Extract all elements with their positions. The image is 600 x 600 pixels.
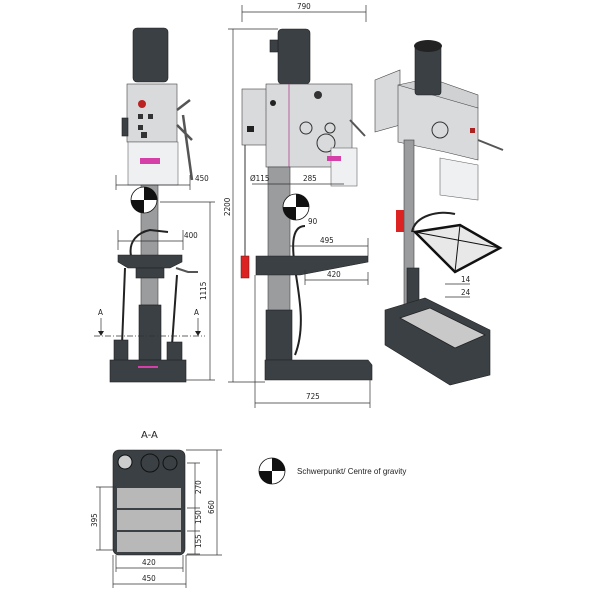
centre-of-gravity-icon	[130, 186, 158, 214]
dim-inner-width: 420	[142, 558, 156, 567]
front-view: 450 400 1115 A A	[94, 27, 215, 383]
centre-of-gravity-icon	[282, 193, 310, 221]
motor	[414, 44, 442, 96]
dim-slot-span: 395	[90, 513, 99, 527]
feed-handle	[176, 99, 194, 181]
section-a-a: A-A 270 150 155 660 395 420 450	[90, 430, 222, 588]
motor	[277, 28, 311, 85]
section-title: A-A	[141, 430, 158, 441]
machine-base	[264, 359, 373, 381]
dim-column-diameter: Ø115	[250, 173, 269, 183]
column-base-sleeve	[138, 304, 162, 361]
dim-spindle-reach: 285	[303, 174, 317, 183]
dim-overall-height: 2200	[223, 197, 232, 216]
emergency-stop-icon	[138, 100, 146, 108]
column-base-sleeve	[265, 309, 293, 361]
dim-slot-2: 24	[461, 288, 471, 297]
dim-mid: 150	[194, 510, 203, 524]
dim-table-width: 400	[184, 231, 198, 240]
machine-base	[384, 297, 491, 386]
dim-table-reach: 495	[320, 236, 334, 245]
gearbox-head	[126, 83, 178, 143]
dim-table-arm: 420	[327, 270, 341, 279]
isometric-view: 14 24	[374, 40, 504, 386]
dim-total-depth: 660	[207, 500, 216, 514]
work-table	[255, 255, 369, 276]
section-marker-left: A	[98, 308, 103, 317]
legend: Schwerpunkt/ Centre of gravity	[258, 457, 406, 485]
side-view: 790 2200 Ø115 285 90 495 420 725	[223, 2, 373, 408]
dim-cog-offset: 90	[308, 217, 318, 226]
dim-slot-1: 14	[461, 275, 471, 284]
dim-overall-width: 790	[297, 2, 311, 11]
dim-bottom: 155	[194, 534, 203, 548]
motor	[132, 27, 169, 83]
control-box	[241, 88, 268, 146]
section-marker-right: A	[194, 308, 199, 317]
power-plug	[240, 255, 250, 279]
dim-top: 270	[194, 480, 203, 494]
machine-base	[109, 359, 187, 383]
legend-label: Schwerpunkt/ Centre of gravity	[297, 467, 406, 476]
dim-outer-width: 450	[142, 574, 156, 583]
dim-head-width: 450	[195, 174, 209, 183]
centre-of-gravity-icon	[258, 457, 286, 485]
control-box	[374, 69, 401, 133]
column	[267, 166, 291, 318]
chuck-guard	[439, 157, 479, 201]
dim-base-length: 725	[306, 392, 320, 401]
dim-cog-height: 1115	[199, 282, 208, 300]
work-table	[117, 254, 183, 269]
chuck-guard	[330, 147, 358, 187]
